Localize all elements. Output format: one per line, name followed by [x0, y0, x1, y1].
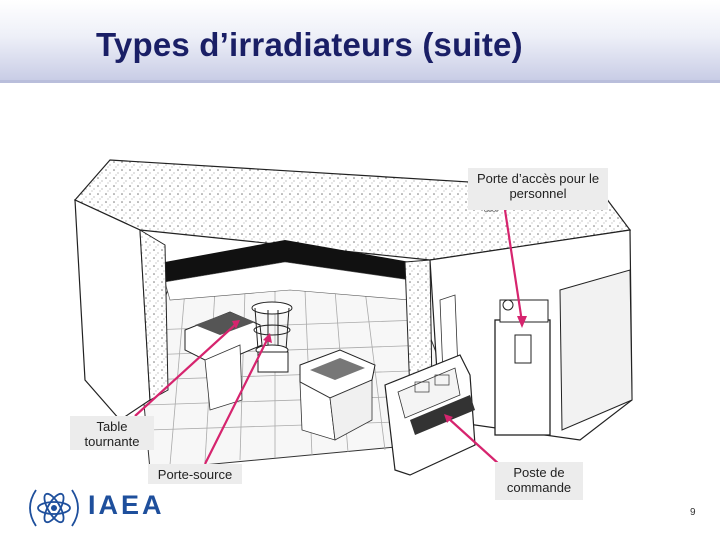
callout-access-door: Porte d’accès pour le personnel [468, 168, 608, 210]
right-wall-front [559, 269, 633, 431]
callout-control-console: Poste de commande [495, 462, 583, 500]
atom-emblem-icon [29, 489, 79, 527]
source-rack [251, 301, 293, 373]
page-number: 9 [690, 507, 696, 518]
header-band [0, 0, 720, 80]
callout-turntable: Table tournante [70, 416, 154, 450]
door-window [514, 334, 532, 364]
iaea-logo: IAEA [26, 482, 166, 532]
slide-title: Types d’irradiateurs (suite) [96, 26, 523, 63]
header-divider [0, 80, 720, 83]
pointer-arrows [134, 209, 527, 466]
left-wall-edge [139, 229, 169, 401]
logo-text: IAEA [88, 490, 165, 520]
callout-source-door: Porte-source [148, 464, 242, 484]
left-wall [74, 199, 151, 421]
